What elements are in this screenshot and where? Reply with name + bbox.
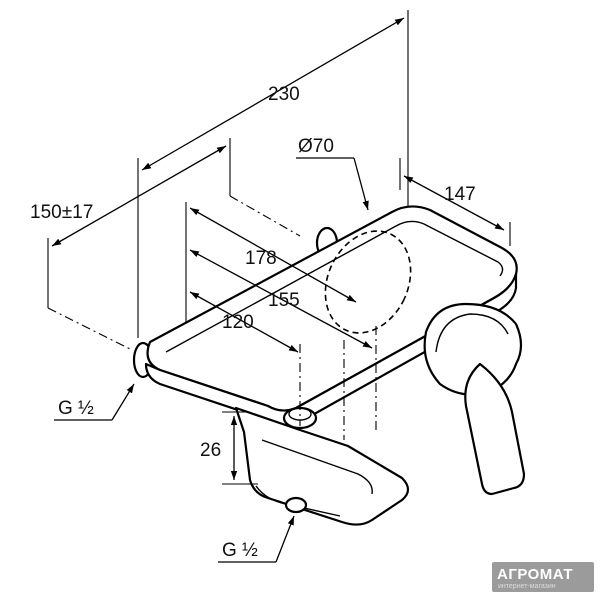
watermark-logo: АГРОМАТ интернет-магазин [492,562,594,592]
watermark-brand: АГРОМАТ [497,566,573,583]
dim-label-150: 150±17 [30,202,93,223]
thread-label-inlet: G ½ [54,383,135,421]
dim-label-120: 120 [222,312,254,333]
dim-label-178: 178 [245,248,277,269]
outlet-thread-text: G ½ [222,540,258,561]
lever-handle[interactable] [464,362,526,496]
thread-label-outlet: G ½ [218,515,295,563]
faucet-body [132,205,526,526]
lever-inner-curve [435,313,509,353]
inlet-thread-text: G ½ [58,398,94,419]
dimension-150: 150±17 [30,138,231,351]
watermark-sub: интернет-магазин [498,583,556,590]
dimension-diameter-70: Ø70 [296,136,369,211]
dim-label-155: 155 [268,290,300,311]
dimension-230: 230 [137,10,409,338]
dim-label-26: 26 [200,440,221,461]
dim-label-230: 230 [268,84,300,105]
spout-top [261,439,373,495]
dim-label-147: 147 [444,184,476,205]
outlet-nozzle [284,496,308,514]
spout-body [234,406,410,526]
dim-label-diameter: Ø70 [298,136,334,157]
dimension-120: 120 [189,291,345,440]
lever-base[interactable] [423,302,523,396]
dimension-26: 26 [200,411,258,485]
dimension-147: 147 [399,158,511,246]
